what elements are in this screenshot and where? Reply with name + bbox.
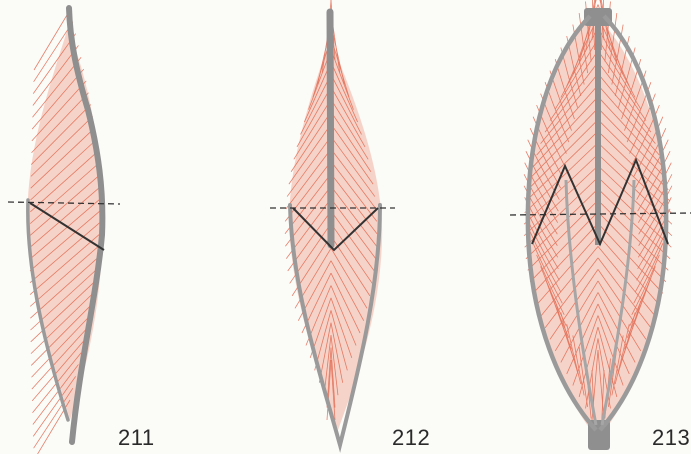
muscle-212-bipennate (270, 0, 395, 445)
figure-number-213: 213 (652, 425, 690, 451)
muscle-213-multipennate (510, 0, 691, 450)
muscle-212-central-tendon (330, 12, 331, 245)
figure-number-212: 212 (392, 425, 430, 451)
figure-number-211: 211 (118, 425, 155, 451)
muscle-211-unipennate (8, 8, 120, 454)
